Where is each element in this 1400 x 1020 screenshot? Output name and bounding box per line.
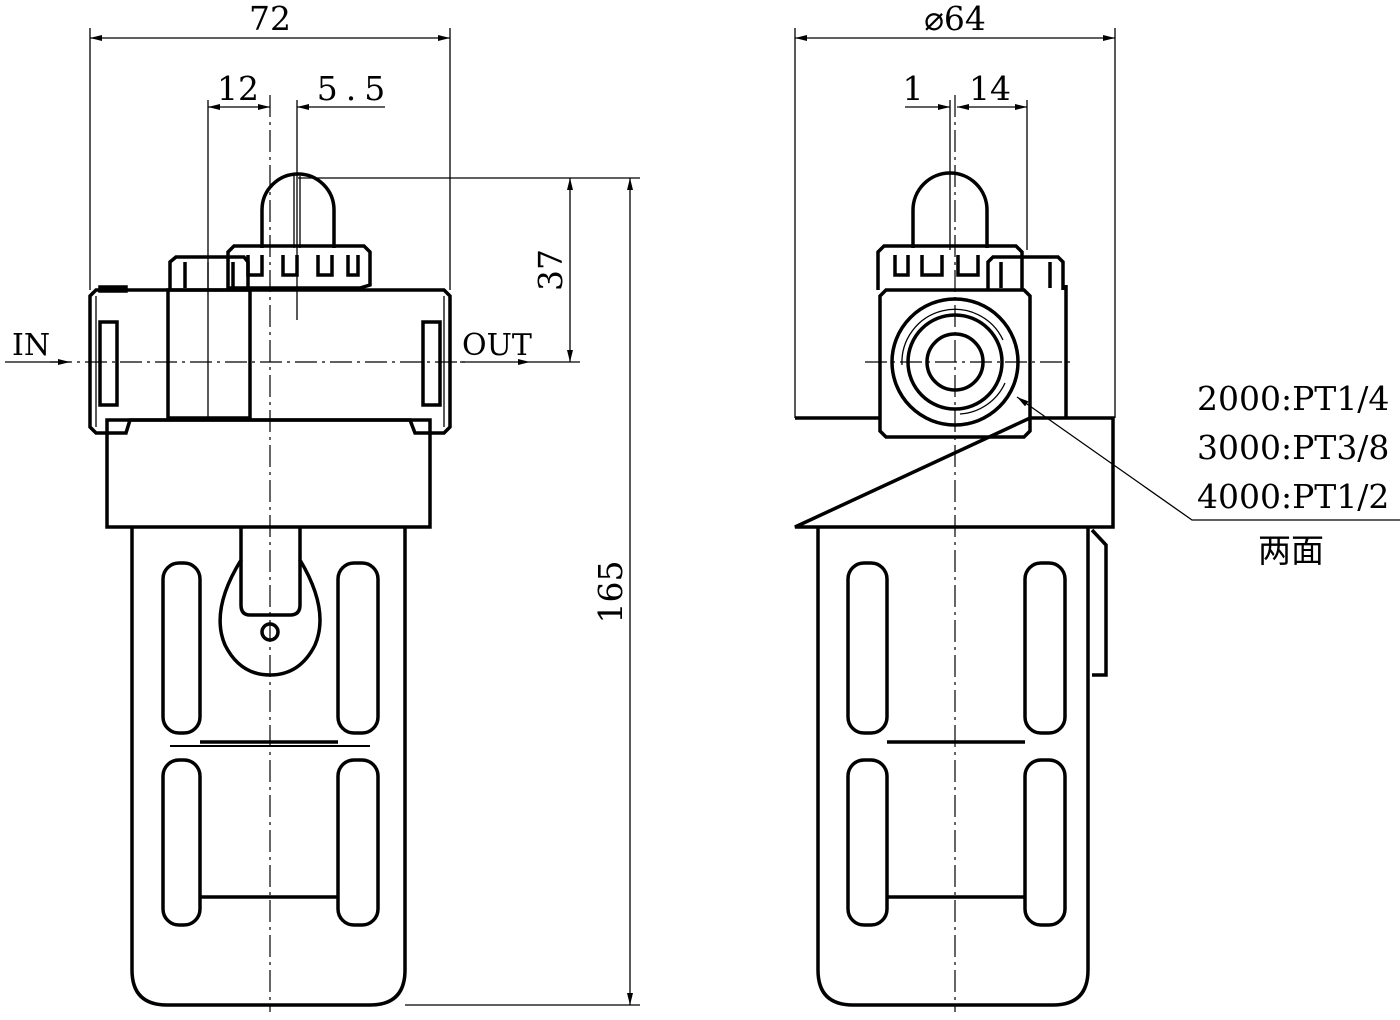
- bowl: [816, 527, 1090, 1007]
- port-spec-4000: 4000:PT1/2: [1197, 477, 1389, 516]
- port-slot-left: [98, 320, 119, 407]
- cap-nut: [226, 244, 372, 290]
- port-slot-right: [421, 320, 442, 407]
- outlet-label: OUT: [462, 328, 532, 363]
- bowl: [130, 527, 407, 1007]
- dim-width: 72: [249, 0, 291, 38]
- port-outer-ring: [890, 297, 1020, 427]
- drip-feature: [218, 527, 322, 677]
- small-nut: [986, 255, 1068, 418]
- side-view: ⌀64 1 14 2000:PT1/4 3000:PT3/8 4000:PT1/…: [794, 0, 1400, 1012]
- side-tab: [1090, 528, 1108, 677]
- port-spec-3000: 3000:PT3/8: [1197, 428, 1389, 467]
- sight-windows: [161, 561, 380, 927]
- body: [88, 285, 452, 435]
- port-spec-2000: 2000:PT1/4: [1197, 379, 1389, 418]
- port-note: 两面: [1258, 531, 1324, 570]
- sight-windows: [846, 561, 1067, 927]
- dim-offset-b: 5.5: [317, 69, 393, 108]
- sight-dome: [260, 172, 336, 248]
- dim-offset-a: 12: [217, 69, 259, 108]
- port-bore: [925, 332, 985, 392]
- inlet-label: IN: [12, 328, 50, 363]
- small-nut: [168, 255, 250, 290]
- dim-height-top: 37: [531, 249, 570, 291]
- dim-height-total: 165: [591, 561, 630, 624]
- dim-offset-a: 1: [903, 69, 924, 108]
- port-block: [878, 288, 1032, 439]
- dim-offset-b: 14: [969, 69, 1011, 108]
- bowl-ring: [105, 418, 432, 529]
- bowl-ring: [794, 416, 1115, 529]
- dim-diameter: ⌀64: [924, 0, 986, 38]
- port-leader-line: [1016, 396, 1400, 521]
- front-view: 72 12 5.5 37 165 IN OUT: [5, 0, 640, 1012]
